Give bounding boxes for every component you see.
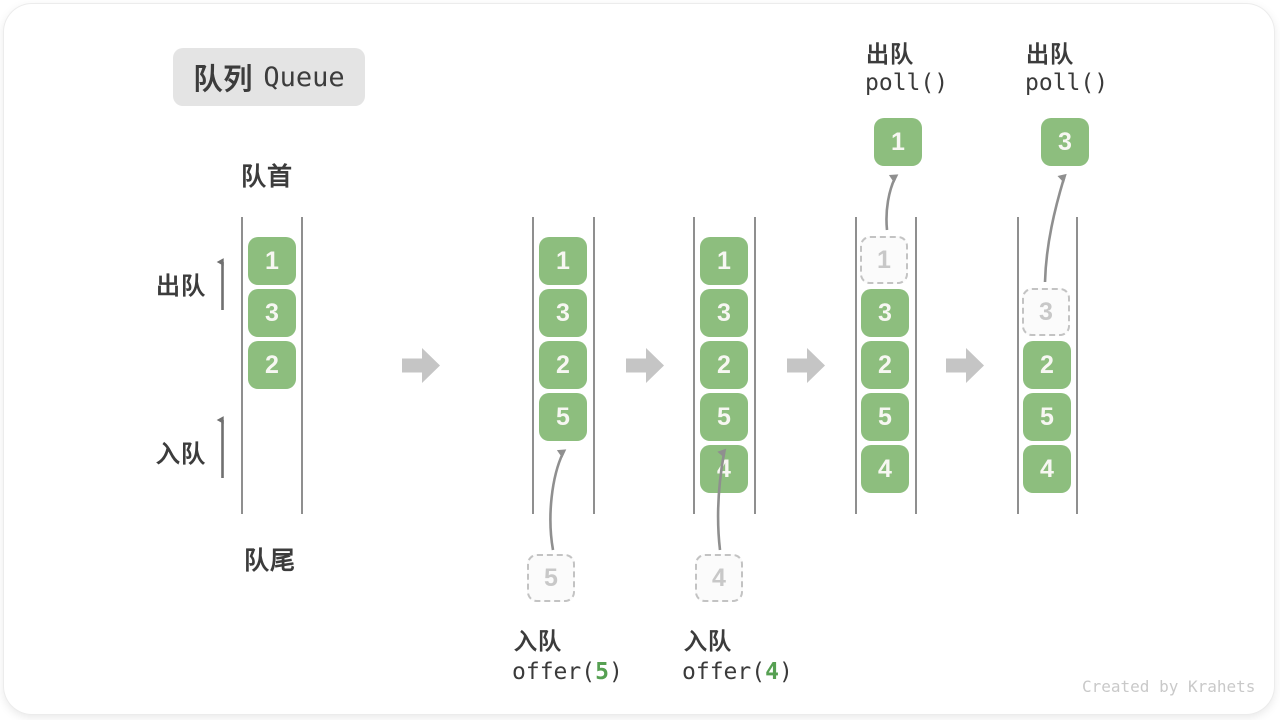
queue-item: 4 — [700, 445, 748, 493]
enqueue-op-label: 入队 — [514, 628, 562, 654]
queue-item: 2 — [700, 341, 748, 389]
queue-wall — [593, 217, 595, 514]
enqueue-op-code: offer(4) — [682, 659, 793, 685]
enqueue-op-label: 入队 — [684, 628, 732, 654]
title-en: Queue — [263, 61, 345, 93]
queue-wall — [754, 217, 756, 514]
title-badge: 队列 Queue — [173, 48, 365, 106]
queue-item: 3 — [248, 289, 296, 337]
right-arrow-icon — [787, 348, 825, 383]
code-post: ) — [778, 659, 793, 685]
code-arg: 4 — [765, 659, 779, 685]
queue-wall — [915, 217, 917, 514]
enqueue-label: 入队 — [156, 441, 206, 468]
queue-wall — [532, 217, 534, 514]
queue-item: 1 — [700, 237, 748, 285]
enqueue-op-code: offer(5) — [512, 659, 623, 685]
queue-wall — [855, 217, 857, 514]
pending-item: 4 — [695, 554, 743, 602]
code-post: ) — [608, 659, 623, 685]
queue-item-removed: 3 — [1022, 288, 1070, 336]
code-pre: offer( — [682, 659, 766, 685]
arrows-overlay — [216, 173, 1067, 551]
queue-wall — [301, 217, 303, 514]
dequeue-label: 出队 — [156, 273, 206, 300]
queue-wall — [1017, 217, 1019, 514]
queue-item: 3 — [861, 289, 909, 337]
diagram-canvas: 队列 Queue 队首 队尾 出队 入队 1 3 2 1 3 2 5 5 入队 … — [4, 4, 1274, 714]
right-arrow-icon — [626, 348, 664, 383]
dequeue-op-code: poll() — [865, 70, 949, 96]
title-zh: 队列 — [193, 64, 254, 96]
code-arg: 5 — [595, 659, 609, 685]
queue-item: 3 — [539, 289, 587, 337]
queue-item-removed: 1 — [860, 236, 908, 284]
right-arrow-icon — [402, 348, 440, 383]
dequeue-op-label: 出队 — [866, 41, 914, 67]
polled-item: 1 — [874, 118, 922, 166]
polled-item: 3 — [1041, 118, 1089, 166]
queue-item: 2 — [861, 341, 909, 389]
watermark: Created by Krahets — [1082, 677, 1256, 696]
right-arrow-icon — [946, 348, 984, 383]
queue-item: 5 — [700, 393, 748, 441]
queue-item: 1 — [248, 237, 296, 285]
queue-item: 3 — [700, 289, 748, 337]
dequeue-arrow-icon — [885, 174, 899, 231]
queue-front-label: 队首 — [241, 163, 294, 191]
queue-item: 2 — [248, 341, 296, 389]
queue-item: 5 — [861, 393, 909, 441]
queue-wall — [693, 217, 695, 514]
queue-item: 4 — [1023, 445, 1071, 493]
dequeue-op-label: 出队 — [1026, 41, 1074, 67]
queue-item: 5 — [539, 393, 587, 441]
enqueue-arrow-icon — [549, 449, 567, 551]
queue-item: 4 — [861, 445, 909, 493]
queue-item: 1 — [539, 237, 587, 285]
queue-item: 2 — [539, 341, 587, 389]
dequeue-arrow-icon — [1043, 173, 1067, 283]
dequeue-op-code: poll() — [1025, 70, 1109, 96]
queue-rear-label: 队尾 — [244, 547, 297, 575]
code-pre: offer( — [512, 659, 596, 685]
queue-wall — [1076, 217, 1078, 514]
pending-item: 5 — [527, 554, 575, 602]
queue-item: 2 — [1023, 341, 1071, 389]
queue-wall — [241, 217, 243, 514]
queue-item: 5 — [1023, 393, 1071, 441]
